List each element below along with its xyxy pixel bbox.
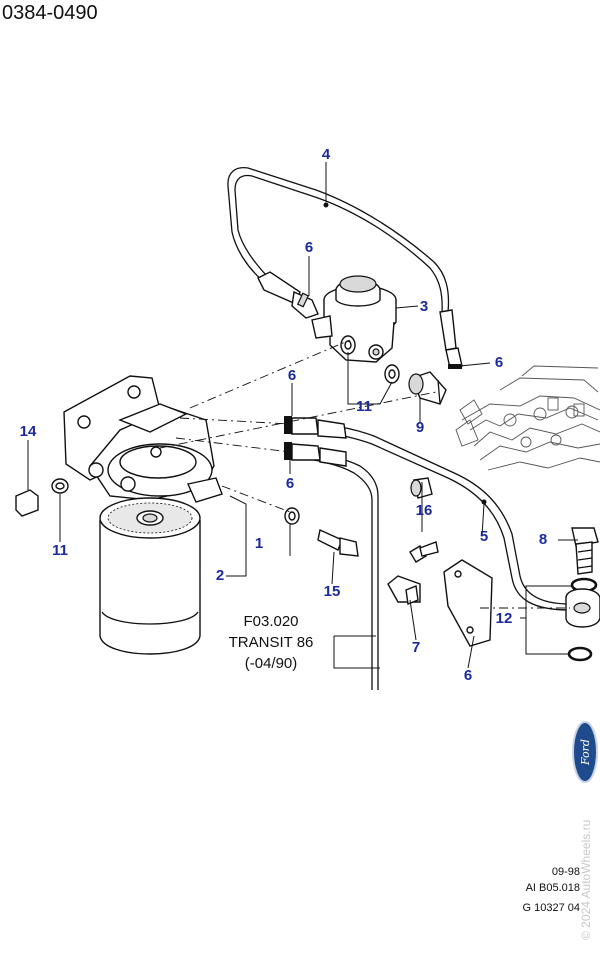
callout-11-lower: 11 (52, 542, 68, 559)
footer-ref-ai: AI B05.018 (526, 882, 580, 894)
pipe-fitting-left (257, 271, 319, 319)
callout-13: 14 (20, 423, 37, 440)
diagram-code: 0384-0490 (2, 2, 98, 24)
callout-6-right: 6 (495, 354, 503, 371)
banjo-bolt-9 (408, 371, 447, 405)
bolt-14 (317, 528, 359, 557)
ford-logo-text: Ford (579, 739, 592, 766)
fuel-pipe-4 (227, 166, 450, 315)
callout-10: 8 (539, 531, 547, 548)
callout-6-lower: 6 (286, 475, 294, 492)
banjo-union-12 (565, 577, 600, 662)
pipe-fittings-lower (284, 416, 347, 467)
callout-4: 4 (322, 146, 331, 163)
callout-6-upper: 6 (305, 239, 313, 256)
watermark: © 2024 AutoWheels.ru (579, 820, 593, 940)
model-note-line-1: F03.020 (243, 613, 298, 630)
footer-refs: 09-98 AI B05.018 G 10327 04 (523, 866, 581, 914)
model-note-line-3: (-04/90) (245, 655, 298, 672)
footer-ref-g: G 10327 04 (523, 902, 581, 914)
model-note-line-2: TRANSIT 86 (229, 634, 314, 651)
assembly-centre-lines (159, 339, 570, 609)
fuel-filter-cartridge (99, 497, 201, 655)
callout-5: 5 (480, 528, 488, 545)
callout-14: 15 (324, 583, 341, 600)
model-note: F03.020 TRANSIT 86 (-04/90) (229, 613, 314, 672)
banjo-bolt-10 (571, 527, 599, 575)
injection-pump (455, 365, 600, 471)
callout-7: 6 (464, 667, 472, 684)
footer-date: 09-98 (552, 866, 580, 878)
callout-8: 7 (412, 639, 420, 656)
leader-lines (27, 162, 578, 669)
drain-plug-13 (15, 478, 69, 517)
callout-labels: 4 6 3 6 6 11 9 14 6 16 5 8 1 11 2 15 12 … (20, 146, 548, 684)
callout-6-mid: 6 (288, 367, 296, 384)
primer-pump-3 (311, 275, 397, 363)
callout-3: 3 (420, 298, 428, 315)
pipe-fitting-right (439, 309, 463, 369)
pipe-cap-15 (410, 477, 433, 499)
callout-12: 12 (496, 610, 513, 627)
callout-1: 1 (255, 535, 263, 552)
fuel-filter-head (63, 375, 223, 503)
pipe-clip-8 (387, 575, 421, 605)
mounting-bracket-7 (443, 559, 493, 647)
washer-16 (284, 507, 300, 525)
bracket-bolt (409, 541, 439, 563)
callout-15: 16 (416, 502, 433, 519)
callout-11-upper: 11 (356, 398, 372, 415)
callout-2: 2 (216, 567, 224, 584)
ford-logo: Ford (572, 721, 598, 783)
callout-9: 9 (416, 419, 424, 436)
